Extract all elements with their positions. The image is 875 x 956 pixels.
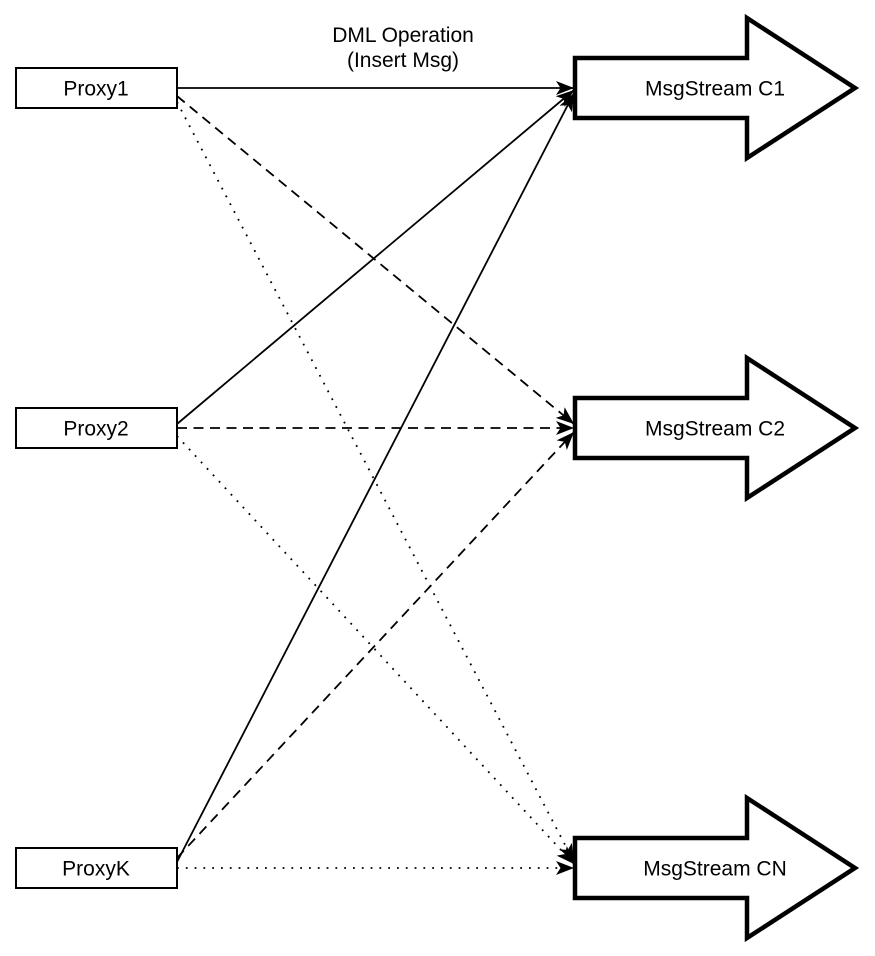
proxy1-label: Proxy1 [63, 78, 128, 101]
msgstream-cn-label: MsgStream CN [643, 858, 787, 881]
msgstream-cn-node: MsgStream CN [572, 793, 860, 943]
msgstream-cn-arrow-shape [572, 793, 860, 943]
proxy2-label: Proxy2 [63, 418, 128, 441]
proxyk-box [15, 847, 178, 889]
msgstream-c1-node: MsgStream C1 [572, 13, 860, 163]
proxyk-node: ProxyK [15, 847, 178, 889]
diagram-title-line1: DML Operation [332, 24, 474, 47]
edge-proxy1-msgstream-cn [176, 101, 575, 863]
edge-proxy1-msgstream-c2 [176, 95, 575, 425]
edge-proxy2-msgstream-cn [176, 435, 575, 865]
proxy2-node: Proxy2 [15, 407, 178, 449]
edge-proxyk-msgstream-c2 [176, 431, 575, 859]
proxy1-box [15, 67, 178, 109]
msgstream-c2-node: MsgStream C2 [572, 353, 860, 503]
msgstream-c2-label: MsgStream C2 [645, 418, 785, 441]
proxyk-label: ProxyK [62, 858, 130, 881]
proxy1-node: Proxy1 [15, 67, 178, 109]
diagram-title-line2: (Insert Msg) [347, 49, 459, 72]
msgstream-c2-arrow-shape [572, 353, 860, 503]
msgstream-c1-label: MsgStream C1 [645, 78, 785, 101]
edge-proxyk-msgstream-c1 [176, 92, 575, 863]
edge-proxy2-msgstream-c1 [176, 89, 575, 425]
proxy2-box [15, 407, 178, 449]
msgstream-c1-arrow-shape [572, 13, 860, 163]
